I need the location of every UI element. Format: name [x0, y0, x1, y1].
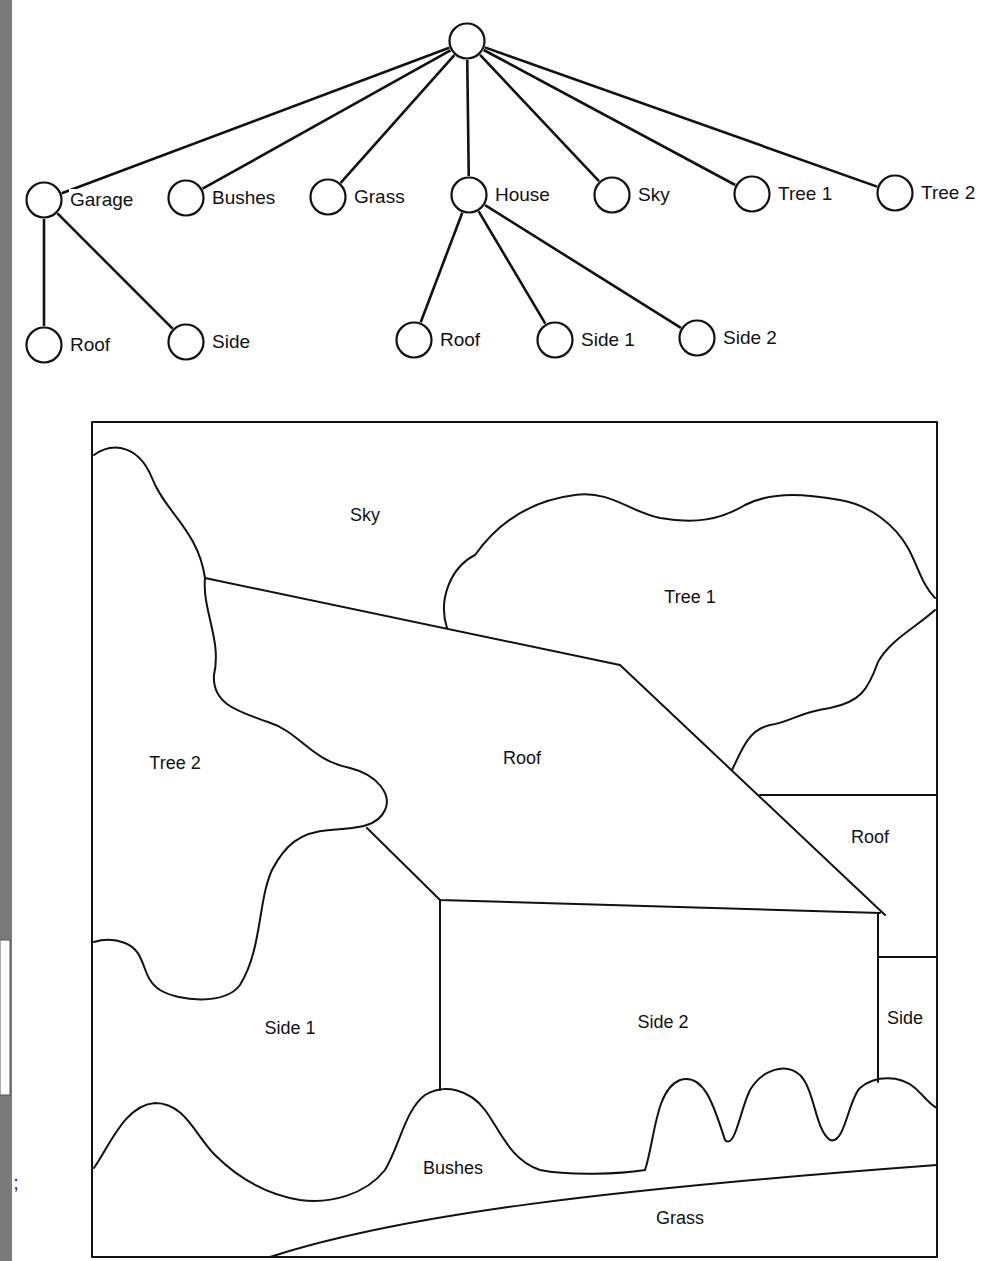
- node-label: Garage: [69, 189, 134, 211]
- tree-edge: [480, 55, 599, 181]
- circle-outline: [167, 323, 205, 361]
- scan-edge: [0, 0, 12, 1261]
- region-label: Side 2: [635, 1012, 690, 1033]
- node-label: Tree 1: [777, 183, 833, 205]
- node-label: Tree 2: [920, 182, 976, 204]
- node-label: Side 1: [580, 329, 636, 351]
- tree-edge: [485, 205, 681, 328]
- node-label: Roof: [69, 334, 111, 356]
- tree-node-circle: Bushes: [167, 179, 205, 217]
- tree-node-circle: Side 1: [536, 321, 574, 359]
- tree-node-circle: [448, 22, 486, 60]
- node-label: Bushes: [211, 187, 276, 209]
- region-label: ;: [11, 1173, 20, 1194]
- circle-outline: [733, 175, 771, 213]
- tree-edge: [485, 47, 877, 186]
- region-label: Bushes: [421, 1158, 485, 1179]
- region-label: Side 1: [262, 1018, 317, 1039]
- circle-outline: [25, 326, 63, 364]
- tree-edge: [484, 50, 736, 185]
- circle-outline: [876, 174, 914, 212]
- circle-outline: [593, 176, 631, 214]
- node-label: Grass: [353, 186, 406, 208]
- tree-1-outline: [444, 494, 935, 770]
- circle-outline: [309, 178, 347, 216]
- region-label: Tree 1: [662, 587, 717, 608]
- circle-outline: [395, 321, 433, 359]
- tree-node-circle: House: [450, 176, 488, 214]
- tree-edge: [467, 60, 469, 176]
- circle-outline: [450, 176, 488, 214]
- region-label: Tree 2: [147, 753, 202, 774]
- grass-edge: [270, 1165, 937, 1257]
- house-roof-top: [205, 578, 885, 915]
- region-label: Grass: [654, 1208, 706, 1229]
- tree-node-circle: Roof: [395, 321, 433, 359]
- node-label: Sky: [637, 184, 671, 206]
- circle-outline: [25, 181, 63, 219]
- node-label: Side 2: [722, 327, 778, 349]
- tree-node-circle: Grass: [309, 178, 347, 216]
- tree-node-circle: Sky: [593, 176, 631, 214]
- node-label: Roof: [439, 329, 481, 351]
- region-label: Roof: [849, 827, 891, 848]
- region-label: Sky: [348, 505, 382, 526]
- tree-node-circle: Tree 1: [733, 175, 771, 213]
- garage-roof-line: [760, 794, 937, 796]
- image-frame: [92, 422, 937, 1257]
- tree-node-circle: Tree 2: [876, 174, 914, 212]
- region-label: Side: [885, 1008, 925, 1029]
- node-label: House: [494, 184, 551, 206]
- circle-outline: [536, 321, 574, 359]
- tree-node-circle: Roof: [25, 326, 63, 364]
- circle-outline: [678, 319, 716, 357]
- tree-edge: [341, 55, 455, 183]
- node-label: Side: [211, 331, 251, 353]
- house-wall-divider: [439, 900, 441, 1090]
- garage-wall-edge: [877, 913, 879, 1082]
- tree-edge: [203, 50, 451, 188]
- circle-outline: [448, 22, 486, 60]
- tree-edge: [421, 213, 463, 322]
- tree-node-circle: Garage: [25, 181, 63, 219]
- region-label: Roof: [501, 748, 543, 769]
- house-roof-left: [367, 828, 880, 913]
- scan-patch: [0, 940, 10, 1095]
- tree-node-circle: Side: [167, 323, 205, 361]
- garage-side-line: [878, 956, 937, 958]
- tree-node-circle: Side 2: [678, 319, 716, 357]
- circle-outline: [167, 179, 205, 217]
- bushes-outline: [94, 1069, 937, 1201]
- tree-2-outline: [94, 448, 387, 1000]
- tree-edge: [62, 48, 449, 194]
- tree-edge: [57, 213, 172, 328]
- tree-edge: [479, 211, 546, 323]
- tree-edge: [43, 219, 46, 326]
